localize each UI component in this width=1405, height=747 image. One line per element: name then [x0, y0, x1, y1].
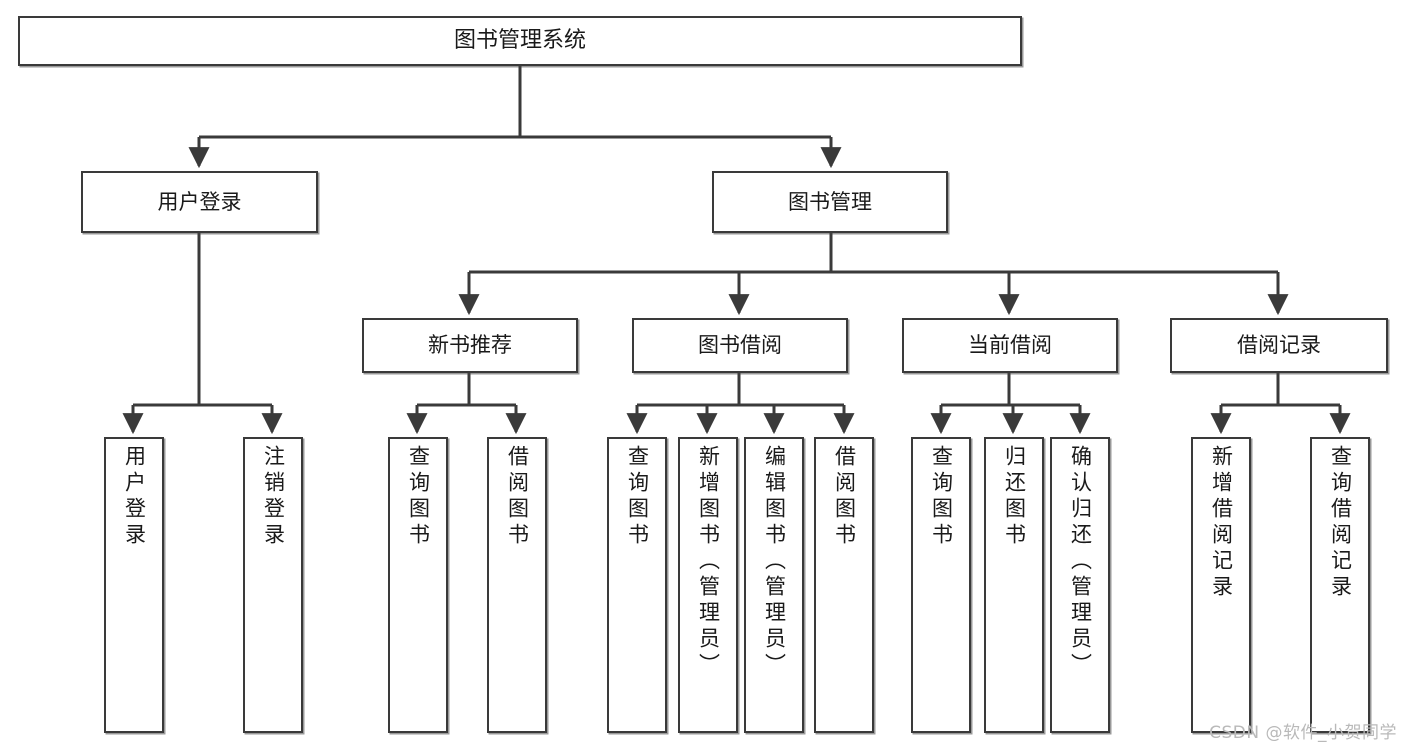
node-leaf-add-record[interactable]: 新增借阅记录: [1191, 437, 1251, 733]
node-book-manage[interactable]: 图书管理: [712, 171, 948, 233]
node-current-borrow[interactable]: 当前借阅: [902, 318, 1118, 373]
node-leaf-borrow-book-2-label: 借阅图书: [832, 445, 857, 549]
node-leaf-query-book-1-label: 查询图书: [406, 445, 431, 549]
node-leaf-query-book-3[interactable]: 查询图书: [911, 437, 971, 733]
node-leaf-user-login[interactable]: 用户登录: [104, 437, 164, 733]
node-leaf-query-book-3-label: 查询图书: [929, 445, 954, 549]
node-leaf-query-book-2[interactable]: 查询图书: [607, 437, 667, 733]
node-leaf-borrow-book-2[interactable]: 借阅图书: [814, 437, 874, 733]
node-leaf-return-book-label: 归还图书: [1002, 445, 1027, 549]
node-leaf-logout[interactable]: 注销登录: [243, 437, 303, 733]
node-leaf-query-book-1[interactable]: 查询图书: [388, 437, 448, 733]
node-leaf-edit-book[interactable]: 编辑图书（管理员）: [744, 437, 804, 733]
node-leaf-borrow-book-1[interactable]: 借阅图书: [487, 437, 547, 733]
node-book-borrow[interactable]: 图书借阅: [632, 318, 848, 373]
node-leaf-add-record-label: 新增借阅记录: [1209, 445, 1234, 601]
node-leaf-query-record[interactable]: 查询借阅记录: [1310, 437, 1370, 733]
node-current-borrow-label: 当前借阅: [968, 333, 1052, 358]
node-leaf-add-book[interactable]: 新增图书（管理员）: [678, 437, 738, 733]
node-leaf-confirm-return-label: 确认归还（管理员）: [1068, 445, 1093, 679]
node-borrow-record-label: 借阅记录: [1237, 333, 1321, 358]
node-root-label: 图书管理系统: [453, 28, 586, 54]
node-new-book-recommend[interactable]: 新书推荐: [362, 318, 578, 373]
node-leaf-query-book-2-label: 查询图书: [625, 445, 650, 549]
watermark: CSDN @软件_小贺同学: [1209, 723, 1397, 743]
node-leaf-query-record-label: 查询借阅记录: [1328, 445, 1353, 601]
node-root[interactable]: 图书管理系统: [18, 16, 1022, 66]
node-book-manage-label: 图书管理: [788, 189, 872, 214]
node-book-borrow-label: 图书借阅: [698, 333, 782, 358]
node-user-login[interactable]: 用户登录: [81, 171, 318, 233]
node-borrow-record[interactable]: 借阅记录: [1170, 318, 1388, 373]
node-leaf-logout-label: 注销登录: [261, 445, 286, 549]
node-leaf-return-book[interactable]: 归还图书: [984, 437, 1044, 733]
node-leaf-borrow-book-1-label: 借阅图书: [505, 445, 530, 549]
node-new-book-recommend-label: 新书推荐: [428, 333, 512, 358]
node-leaf-edit-book-label: 编辑图书（管理员）: [762, 445, 787, 679]
node-leaf-user-login-label: 用户登录: [122, 445, 147, 549]
node-user-login-label: 用户登录: [157, 189, 242, 214]
node-leaf-add-book-label: 新增图书（管理员）: [696, 445, 721, 679]
node-leaf-confirm-return[interactable]: 确认归还（管理员）: [1050, 437, 1110, 733]
